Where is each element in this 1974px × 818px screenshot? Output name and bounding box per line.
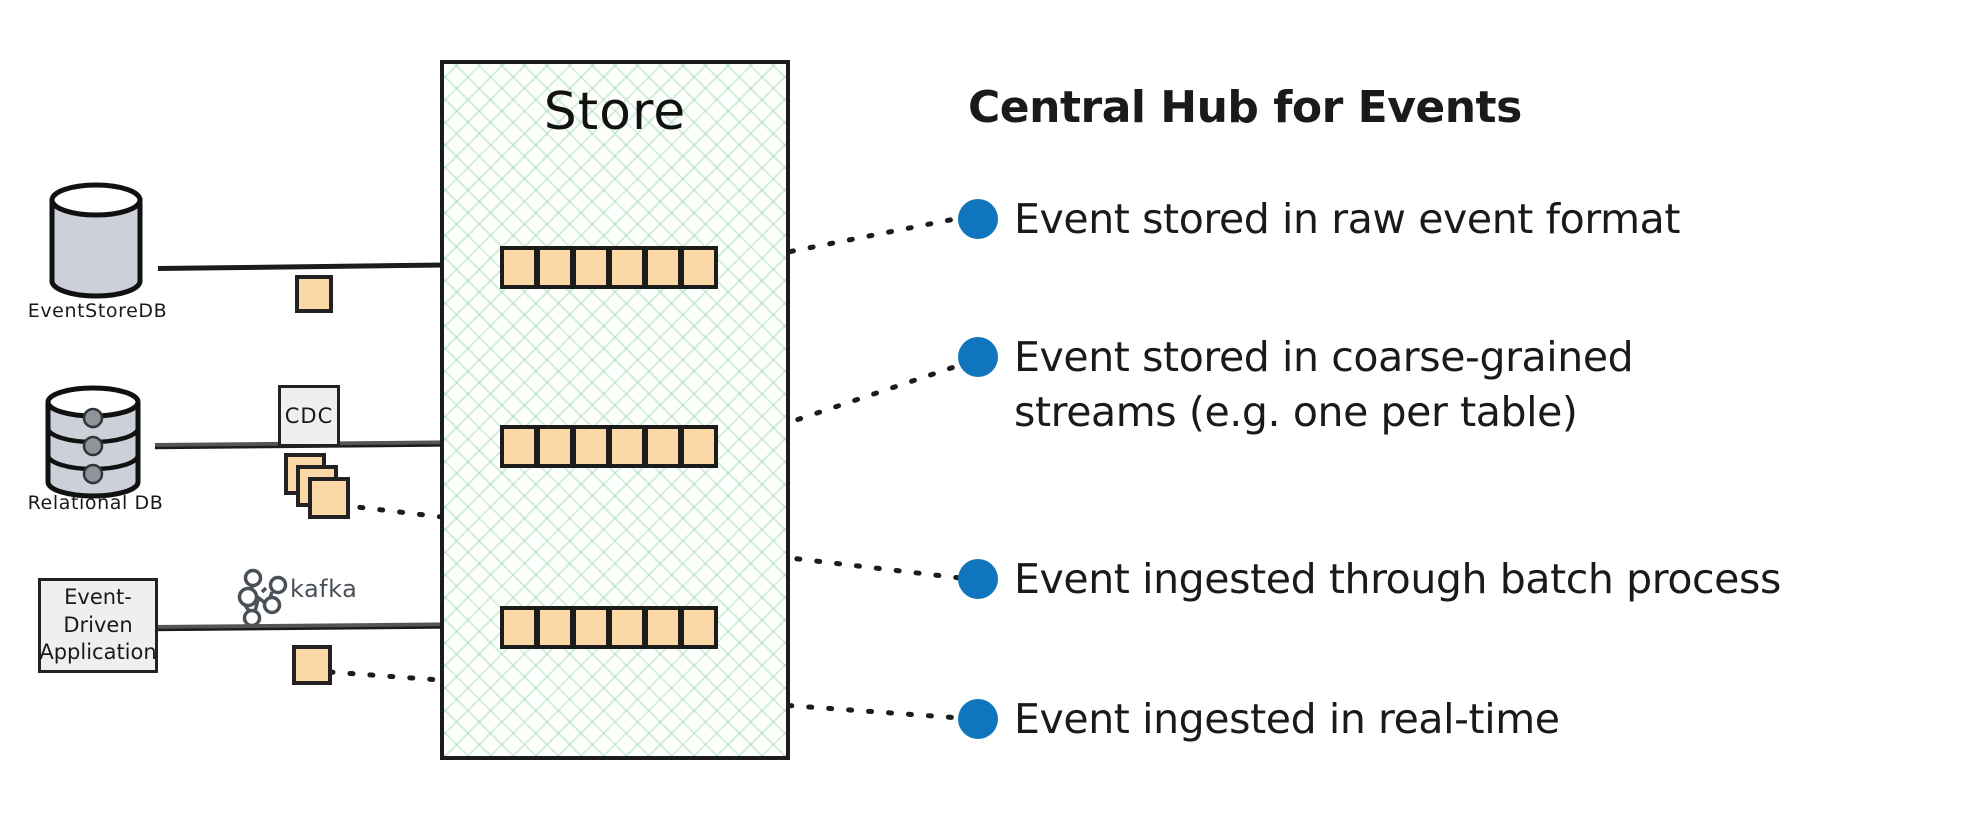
- bullet-real-time: Event ingested in real-time: [958, 692, 1918, 747]
- bullet-label: Event stored in coarse-grained streams (…: [1014, 333, 1634, 437]
- cdc-box[interactable]: CDC: [278, 385, 340, 447]
- event-square-batch-front: [308, 477, 350, 519]
- stream-cell: [500, 246, 538, 289]
- bullet-dot-icon: [958, 699, 998, 739]
- event-driven-application-line-2: Driven: [63, 612, 133, 637]
- event-driven-application-line-1: Event-: [64, 585, 132, 610]
- event-square-realtime: [292, 645, 332, 685]
- stream-cell: [572, 606, 610, 649]
- stream-raw-event-stream: [500, 246, 718, 289]
- stream-cell: [680, 606, 718, 649]
- stream-cell: [572, 246, 610, 289]
- kafka-label: kafka: [290, 575, 358, 603]
- stream-cell: [644, 246, 682, 289]
- eventstoredb-label: EventStoreDB: [27, 300, 168, 322]
- event-driven-application-line-3: Application: [39, 640, 157, 665]
- stream-cell: [608, 246, 646, 289]
- event-square-eventstoredb: [295, 275, 333, 313]
- stream-real-time-stream: [500, 606, 718, 649]
- stream-cell: [644, 425, 682, 468]
- stream-cell: [536, 425, 574, 468]
- store-title: Store: [543, 82, 687, 142]
- bullet-coarse-grained-streams: Event stored in coarse-grained streams (…: [958, 330, 1788, 441]
- stream-cell: [536, 606, 574, 649]
- stream-cell: [644, 606, 682, 649]
- relational-db-icon: [45, 385, 141, 499]
- stream-cell: [500, 425, 538, 468]
- stream-coarse-grained-stream: [500, 425, 718, 468]
- bullet-dot-icon: [958, 199, 998, 239]
- bullet-dot-icon: [958, 337, 998, 377]
- stream-cell: [536, 246, 574, 289]
- bullet-label: Event ingested through batch process: [1014, 555, 1781, 603]
- stream-cell: [680, 246, 718, 289]
- kafka-logo: kafka: [290, 575, 357, 603]
- relational-db-label: Relational DB: [27, 492, 164, 514]
- stream-cell: [572, 425, 610, 468]
- bullet-dot-icon: [958, 559, 998, 599]
- stream-cell: [608, 425, 646, 468]
- stream-cell: [608, 606, 646, 649]
- eventstoredb-icon: [49, 182, 143, 299]
- store-container: Store: [440, 60, 790, 760]
- bullet-label: Event stored in raw event format: [1014, 195, 1681, 243]
- event-driven-application-box[interactable]: Event- Driven Application: [38, 578, 158, 673]
- bullet-label: Event ingested in real-time: [1014, 695, 1560, 743]
- bullet-raw-event-format: Event stored in raw event format: [958, 192, 1918, 247]
- bullet-batch-process: Event ingested through batch process: [958, 552, 1918, 607]
- stream-cell: [500, 606, 538, 649]
- page-title: Central Hub for Events: [968, 82, 1522, 133]
- cdc-label: CDC: [284, 404, 334, 428]
- stream-cell: [680, 425, 718, 468]
- kafka-icon: [237, 568, 288, 628]
